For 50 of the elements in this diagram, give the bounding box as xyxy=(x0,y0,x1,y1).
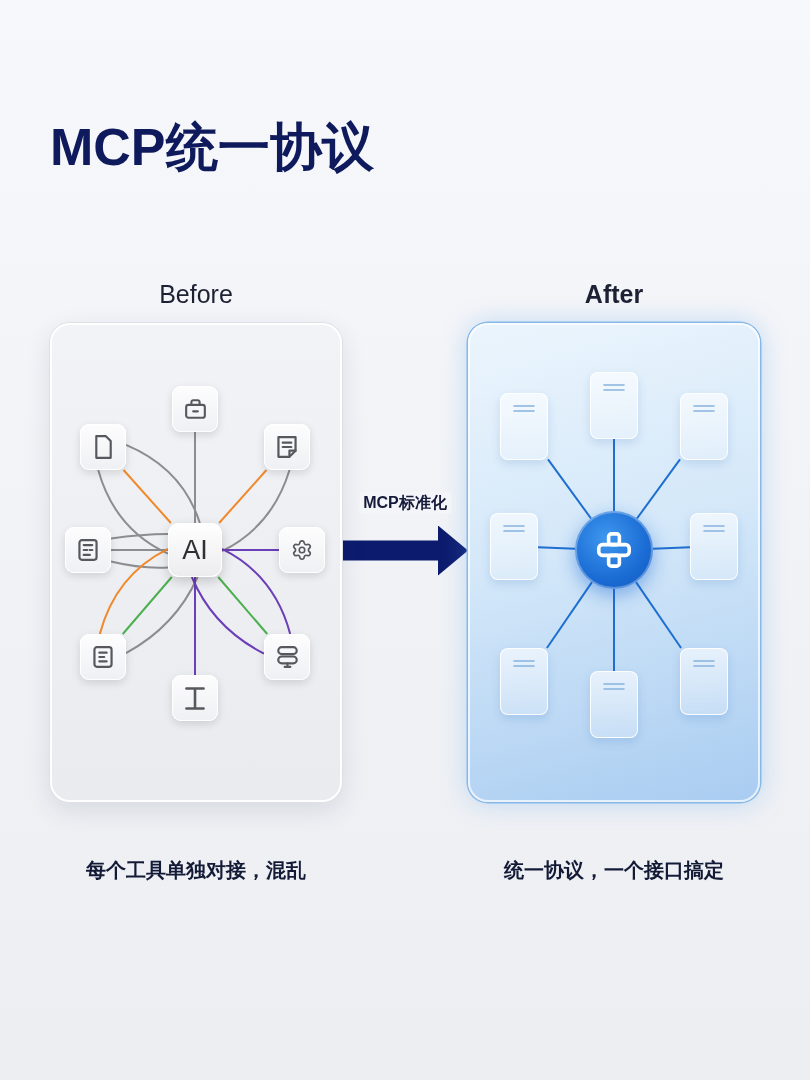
connector-line xyxy=(635,458,681,520)
connector-line xyxy=(194,576,196,676)
connector-line xyxy=(110,533,169,540)
tool-box xyxy=(80,424,126,470)
document-card xyxy=(500,393,548,460)
tool-box xyxy=(172,386,218,432)
document-card xyxy=(590,671,638,738)
tool-box xyxy=(264,634,310,680)
connector-line xyxy=(635,581,683,649)
connector-line xyxy=(190,576,265,655)
connector-line xyxy=(221,547,292,635)
tool-box xyxy=(264,424,310,470)
arrow xyxy=(342,525,468,576)
connector-line xyxy=(652,546,691,550)
connector-line xyxy=(122,469,172,524)
connector-line xyxy=(221,549,280,551)
document-card xyxy=(490,513,538,580)
tool-box xyxy=(65,527,111,573)
connector-line xyxy=(217,576,269,635)
panel-caption: 每个工具单独对接，混乱 xyxy=(86,858,306,883)
connector-line xyxy=(537,546,576,550)
connector-line xyxy=(125,443,201,524)
title: MCP统一协议 xyxy=(50,117,374,178)
tool-box xyxy=(279,527,325,573)
connector-line xyxy=(125,576,199,655)
connector-line xyxy=(547,458,593,520)
connector-line xyxy=(97,469,169,555)
connector-line xyxy=(613,438,615,512)
document-card xyxy=(680,648,728,715)
connector-line xyxy=(110,549,169,551)
connector-line xyxy=(110,560,169,569)
connector-line xyxy=(218,469,268,524)
document-card xyxy=(590,372,638,439)
panel-heading: Before xyxy=(159,279,233,309)
connector-line xyxy=(545,581,593,649)
hub-circle xyxy=(575,511,653,589)
document-card xyxy=(500,648,548,715)
document-card xyxy=(690,513,738,580)
tool-box xyxy=(172,675,218,721)
connector-line xyxy=(194,431,196,524)
document-card xyxy=(680,393,728,460)
connector-line xyxy=(121,576,173,635)
connector-line xyxy=(221,469,291,553)
panel-caption: 统一协议，一个接口搞定 xyxy=(504,858,724,883)
connector-line xyxy=(613,588,615,672)
connector-line xyxy=(98,547,169,635)
tool-box xyxy=(80,634,126,680)
center-box xyxy=(168,523,222,577)
node-label: AI xyxy=(182,535,208,565)
panel-heading: After xyxy=(584,279,644,309)
